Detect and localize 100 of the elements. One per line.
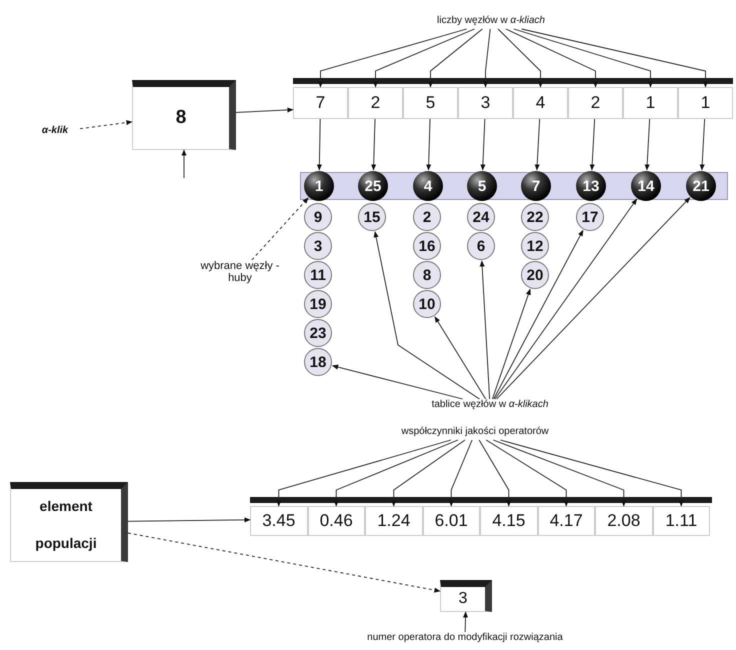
array-bar	[293, 78, 733, 120]
node-circle	[467, 232, 495, 260]
number-text: 8	[422, 266, 432, 284]
shadowed-box	[10, 482, 128, 562]
value-text: 1	[700, 93, 710, 113]
array-cell	[652, 506, 710, 536]
label-text: α-klik	[30, 125, 80, 139]
number-text: 16	[418, 238, 436, 254]
number-text: 20	[526, 266, 544, 284]
label-text: wybrane węzły - huby	[200, 260, 280, 286]
array-bar	[250, 497, 712, 537]
arrow	[236, 107, 294, 113]
node-circle	[521, 232, 549, 260]
node-circle	[413, 290, 441, 318]
number-text: 9	[314, 208, 322, 226]
arrow	[251, 197, 309, 260]
value-text: 1.11	[665, 511, 698, 531]
array-cell	[623, 87, 678, 119]
number-text: 23	[310, 324, 326, 342]
arrow	[480, 260, 490, 400]
arrow	[482, 28, 491, 88]
array-cell	[513, 87, 568, 119]
arrow	[480, 118, 486, 171]
value-text: 3.45	[262, 511, 296, 531]
arrow	[513, 28, 654, 88]
arrow	[448, 440, 473, 507]
node-circle	[467, 203, 495, 231]
label-text: numer operatora do modyfikacji rozwiązania	[320, 632, 610, 645]
shadowed-box	[440, 580, 492, 612]
hub-node-circle	[521, 171, 551, 201]
arrow	[128, 517, 251, 522]
arrow	[486, 440, 569, 507]
value-text: 2.08	[607, 511, 640, 531]
node-circle	[304, 348, 332, 376]
value-text: 6.01	[434, 511, 468, 531]
arrow	[521, 28, 708, 88]
hub-node-circle	[358, 171, 388, 201]
number-text: 1	[314, 178, 324, 194]
arrow	[500, 440, 684, 507]
number-text: 22	[526, 208, 544, 226]
number-text: 6	[476, 238, 486, 254]
hub-node-circle	[467, 171, 497, 201]
number-text: 5	[478, 178, 486, 194]
array-cell	[403, 87, 458, 119]
arrow	[374, 231, 480, 400]
arrow	[428, 28, 483, 88]
array-cell	[365, 506, 422, 536]
arrow	[426, 118, 432, 171]
array-cell	[293, 87, 348, 119]
number-text: 7	[532, 178, 540, 194]
number-text: 19	[310, 296, 326, 312]
number-text: 18	[310, 354, 326, 370]
array-cell	[308, 506, 365, 536]
arrow	[505, 28, 598, 88]
array-cell	[678, 87, 733, 119]
array-cell	[250, 506, 308, 536]
arrow	[318, 28, 468, 88]
arrow	[590, 118, 596, 171]
arrow	[334, 440, 458, 507]
number-text: 17	[582, 208, 598, 226]
arrow	[492, 440, 626, 507]
number-text: 2	[422, 208, 432, 226]
value-text: 0.46	[320, 511, 353, 531]
arrow	[644, 118, 650, 171]
arrow	[494, 198, 638, 400]
arrow	[316, 118, 322, 171]
shadowed-box	[132, 80, 236, 150]
arrow	[434, 316, 486, 400]
arrow	[478, 440, 512, 507]
array-cell	[422, 506, 480, 536]
arrow	[332, 364, 464, 400]
arrow	[371, 118, 376, 171]
node-circle	[304, 203, 332, 231]
arrow	[534, 118, 540, 171]
hub-node-circle	[631, 171, 661, 201]
value-text: 4	[536, 93, 546, 113]
node-circle	[304, 232, 332, 260]
array-cell	[458, 87, 513, 119]
node-circle	[413, 232, 441, 260]
value-text: 7	[316, 93, 326, 113]
node-circle	[304, 261, 332, 289]
node-circle	[413, 261, 441, 289]
label-text: liczby węzłów w α-kliach	[420, 15, 562, 29]
array-cell	[538, 506, 595, 536]
value-text: 3	[480, 93, 490, 113]
arrow	[700, 118, 706, 171]
array-cell	[568, 87, 623, 119]
arrow	[492, 288, 531, 400]
number-text: 10	[418, 296, 436, 312]
number-text: 25	[364, 178, 382, 194]
array-cell	[348, 87, 403, 119]
number-text: element populacji	[34, 497, 98, 553]
value-text: 1	[646, 93, 656, 113]
arrow	[493, 230, 584, 400]
number-text: 4	[424, 178, 432, 194]
number-text: 13	[582, 178, 600, 194]
arrow	[181, 149, 187, 178]
arrow	[128, 532, 441, 593]
number-text: 21	[692, 178, 710, 194]
number-text: 3	[314, 238, 322, 254]
